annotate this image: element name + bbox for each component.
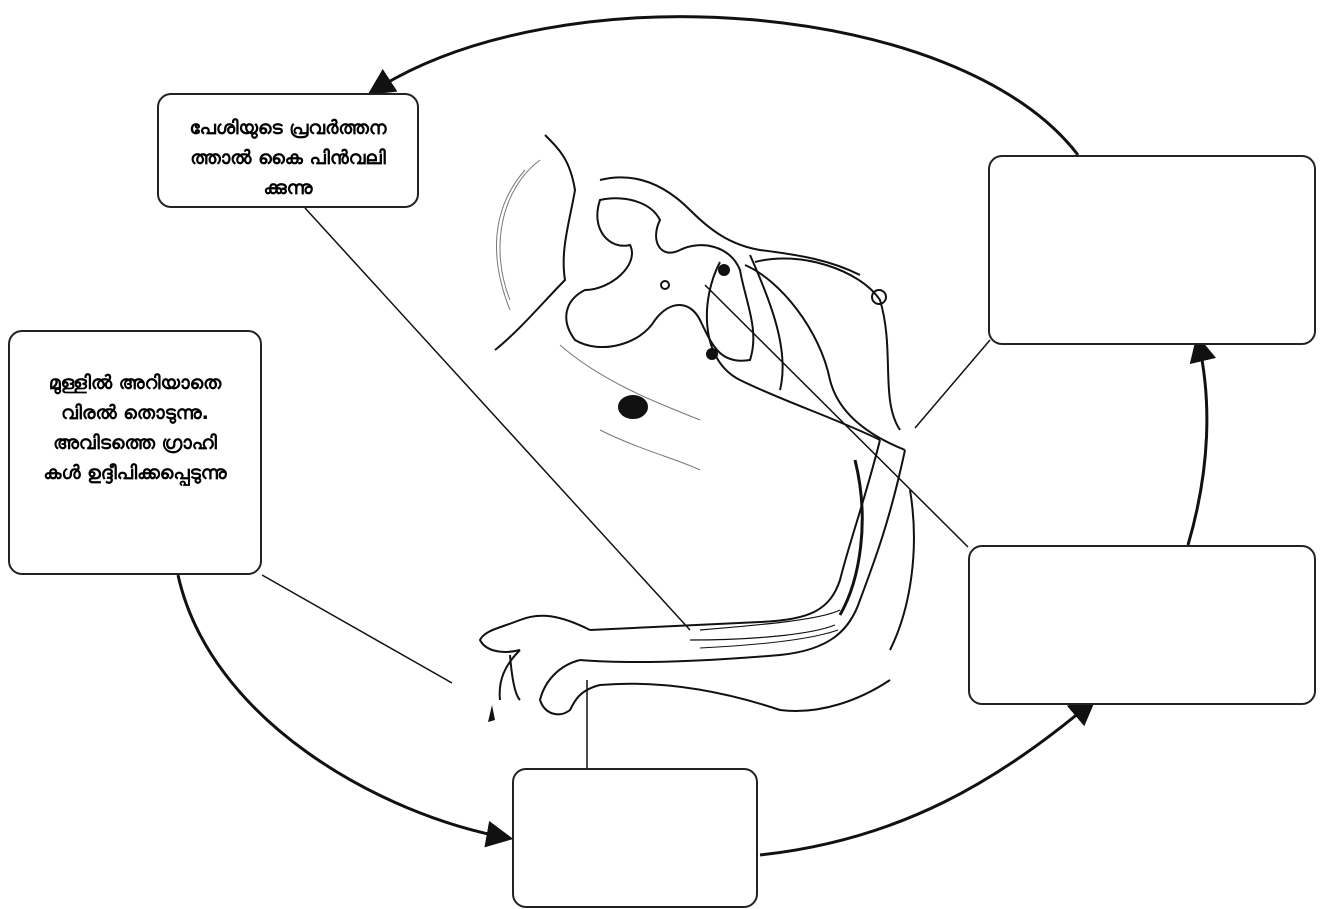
cycle-arrow-top [372,17,1078,155]
arm-illustration [480,440,914,714]
cycle-arrow-right [1188,340,1207,545]
thorn-icon [488,705,495,722]
cycle-arrow-bottom-right [760,702,1092,855]
leader-stimulus [262,575,452,683]
stimulus-line-4: കൾ ഉദ്ദീപിക്കപ്പെടുന്നു [2,458,268,488]
muscle-action-box: പേശിയുടെ പ്രവർത്തന ത്താൽ കൈ പിൻവലി ക്കുന… [157,93,419,208]
stimulus-text: മുള്ളിൽ അറിയാതെ വിരൽ തൊടുന്നു. അവിടത്തെ … [2,368,268,488]
leader-muscle [305,208,690,630]
muscle-action-line-1: പേശിയുടെ പ്രവർത്തന [159,113,417,143]
leader-right-top [915,340,990,428]
muscle-action-line-2: ത്താൽ കൈ പിൻവലി [159,143,417,173]
cycle-arrow-left [178,575,508,838]
stimulus-line-3: അവിടത്തെ ഗ്രാഹി [2,428,268,458]
empty-box-right-bottom [968,545,1316,705]
leader-right-bottom [705,285,968,547]
stimulus-line-1: മുള്ളിൽ അറിയാതെ [2,368,268,398]
empty-box-bottom [512,768,758,908]
muscle-action-line-3: ക്കുന്നു [159,173,417,203]
spinal-cord-illustration [495,135,905,470]
empty-box-right-top [988,155,1316,345]
stimulus-box: മുള്ളിൽ അറിയാതെ വിരൽ തൊടുന്നു. അവിടത്തെ … [8,330,262,575]
stimulus-line-2: വിരൽ തൊടുന്നു. [2,398,268,428]
muscle-action-text: പേശിയുടെ പ്രവർത്തന ത്താൽ കൈ പിൻവലി ക്കുന… [159,113,417,203]
